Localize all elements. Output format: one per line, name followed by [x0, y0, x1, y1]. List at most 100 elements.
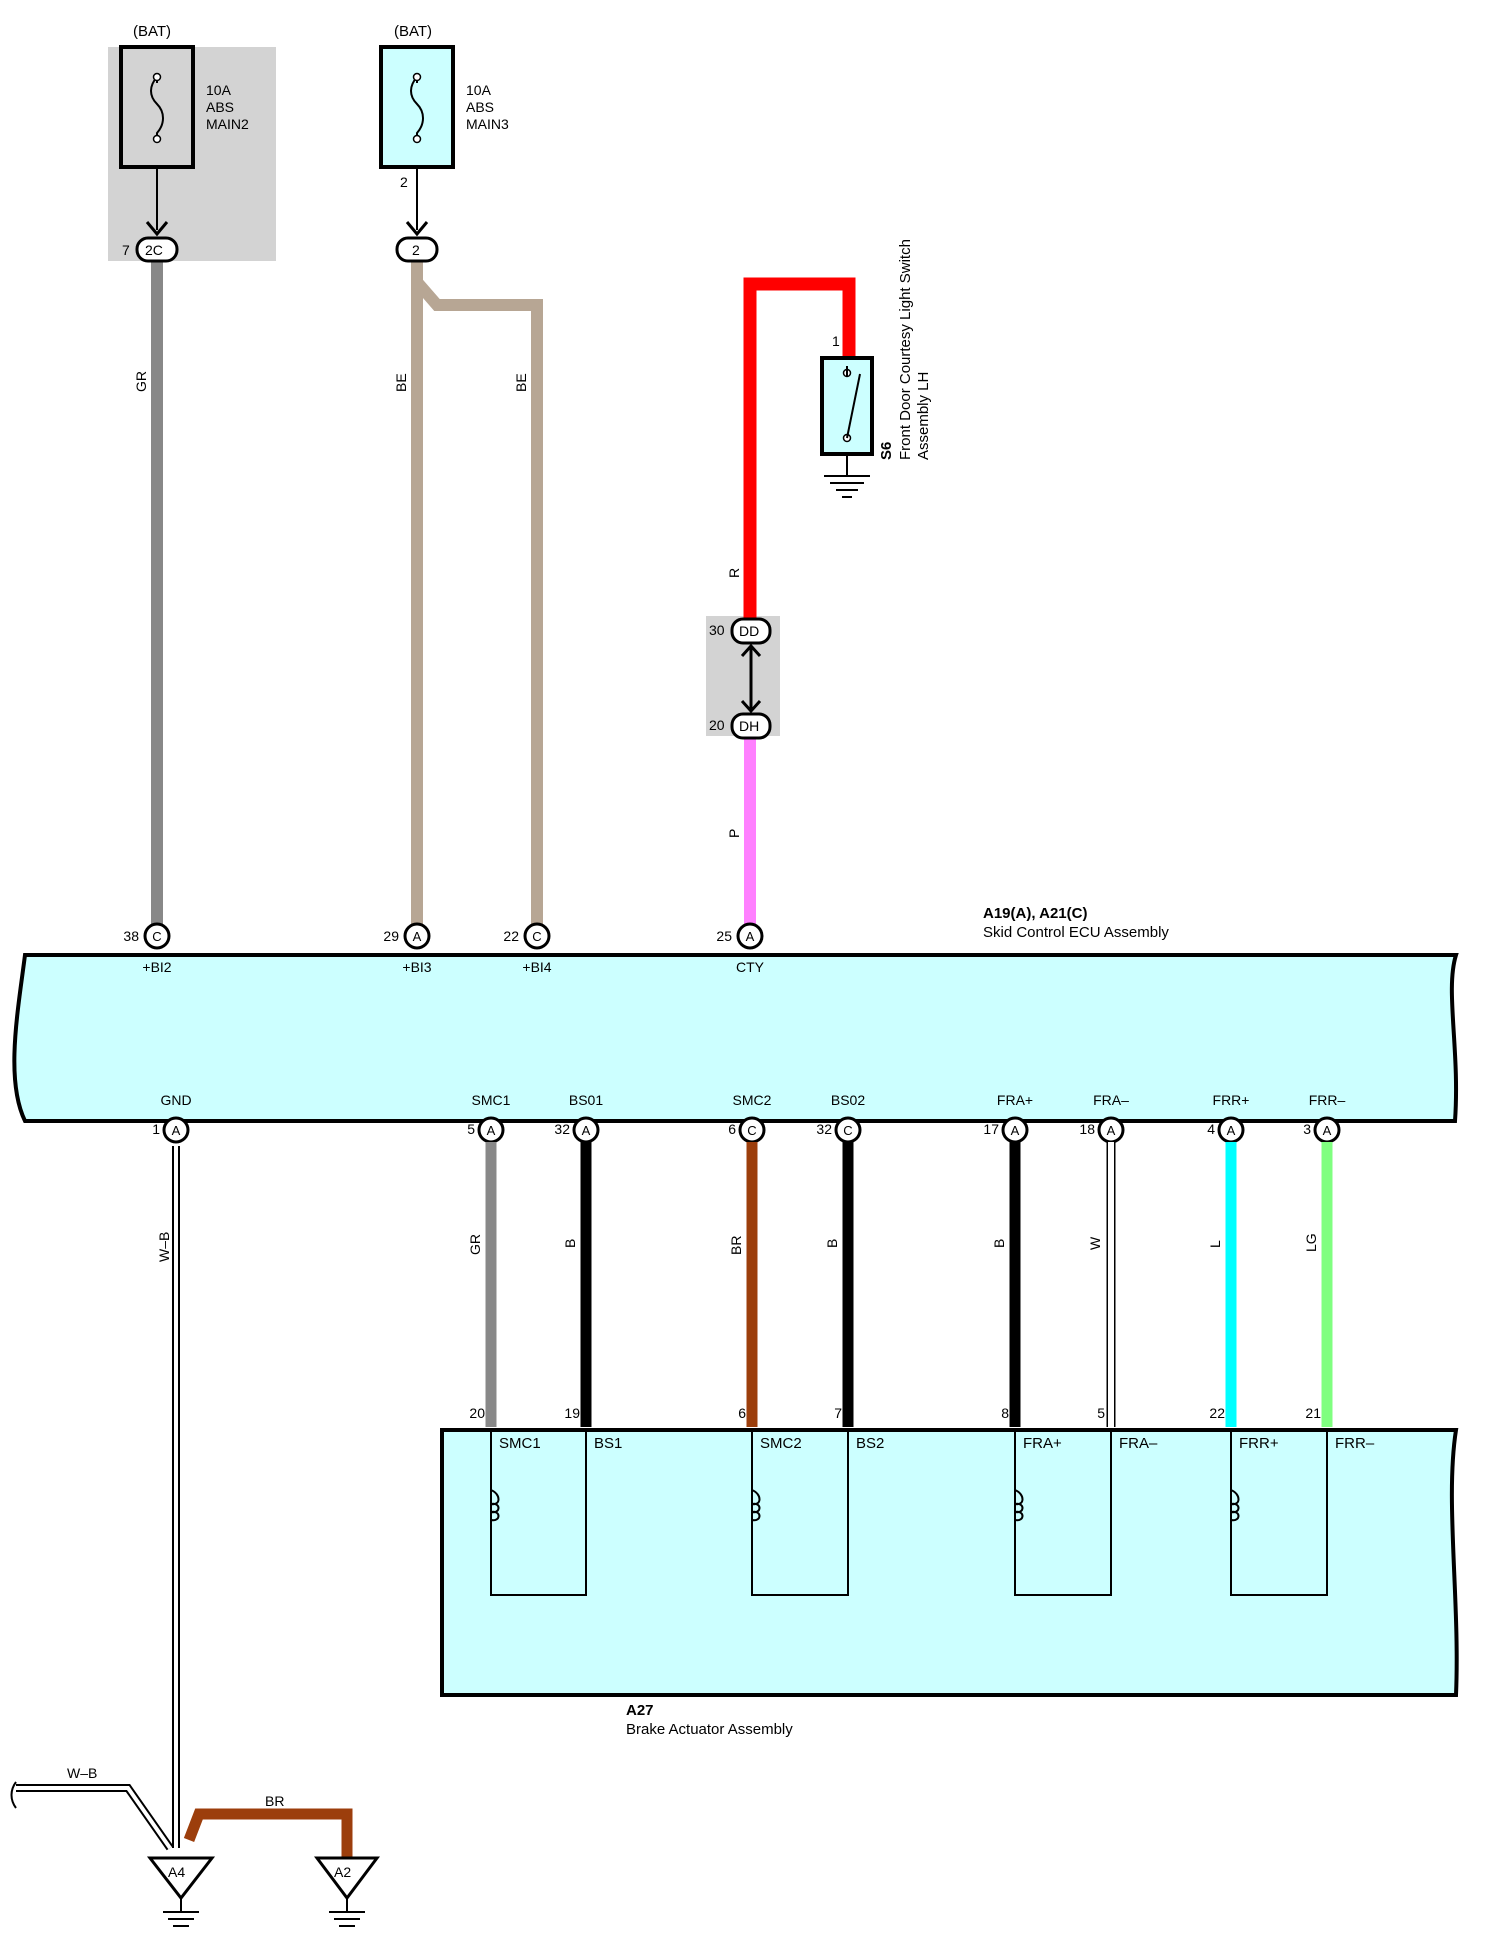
solenoid-valve [490, 1430, 587, 1596]
actuator-pin-number: 21 [1305, 1405, 1321, 1421]
ecu-pin-number: 1 [152, 1121, 160, 1137]
svg-text:1: 1 [832, 333, 840, 349]
fuse-abs-main3: (BAT) 10A ABS MAIN3 2 [379, 23, 509, 237]
ecu-pin-number: 22 [503, 928, 519, 944]
wire-label-wb: W–B [156, 1232, 172, 1262]
ecu-bottom-pin: A [1097, 1116, 1125, 1144]
wire-be-2 [412, 278, 543, 925]
ecu-top-pin: C [523, 922, 551, 950]
pin-connector-letter: A [582, 1123, 591, 1138]
wire-label-b: B [991, 1239, 1007, 1248]
wire-label-br-ground: BR [265, 1793, 284, 1809]
actuator-id: A27 [626, 1702, 654, 1719]
actuator-name: Brake Actuator Assembly [626, 1721, 793, 1738]
coil-icon [490, 1489, 500, 1522]
ecu-bottom-pin: A [572, 1116, 600, 1144]
ecu-pin-label: FRR+ [1213, 1092, 1250, 1108]
wire-wb-left [10, 1781, 174, 1851]
solenoid-valve [1230, 1430, 1328, 1596]
wire-label-w: W [1087, 1236, 1103, 1250]
actuator-pin-number: 20 [469, 1405, 485, 1421]
ecu-pin-label: SMC1 [472, 1092, 511, 1108]
ecu-pin-number: 29 [383, 928, 399, 944]
wire-label-b: B [562, 1239, 578, 1248]
actuator-pin-label: BS2 [856, 1435, 884, 1452]
ecu-pin-label: +BI2 [142, 959, 171, 975]
ecu-pin-label: FRA+ [997, 1092, 1033, 1108]
actuator-pin-label: FRR+ [1239, 1435, 1279, 1452]
coil-icon [1014, 1489, 1024, 1522]
ecu-pin-number: 38 [123, 928, 139, 944]
svg-text:7: 7 [122, 242, 130, 258]
junction-2: 2 [395, 236, 439, 263]
wire-label-l: L [1207, 1240, 1223, 1248]
pin-connector-letter: A [172, 1123, 181, 1138]
actuator-pin-number: 8 [1001, 1405, 1009, 1421]
ecu-pin-label: BS01 [569, 1092, 603, 1108]
svg-text:30: 30 [709, 622, 725, 638]
ecu-top-pin: A [403, 922, 431, 950]
pin-connector-letter: A [487, 1123, 496, 1138]
pin-connector-letter: A [746, 929, 755, 944]
solenoid-valve [1014, 1430, 1112, 1596]
fuse-abs-main2: (BAT) 10A ABS MAIN2 [119, 23, 249, 237]
wire-label-br: BR [728, 1236, 744, 1255]
wire-label-gr: GR [467, 1234, 483, 1255]
actuator-pin-label: FRA– [1119, 1435, 1158, 1452]
skid-control-ecu: A19(A), A21(C) Skid Control ECU Assembly [12, 905, 1459, 1123]
pin-connector-letter: C [747, 1123, 756, 1138]
ground-a4: A4 [146, 1856, 216, 1927]
wire-label-b: B [824, 1239, 840, 1248]
ecu-bottom-pin: A [477, 1116, 505, 1144]
actuator-pin-number: 19 [564, 1405, 580, 1421]
actuator-pin-number: 5 [1097, 1405, 1105, 1421]
actuator-pin-label: FRA+ [1023, 1435, 1062, 1452]
connector-link-arrow [740, 643, 762, 714]
pin-connector-letter: A [1323, 1123, 1332, 1138]
switch-id: S6 [878, 442, 895, 460]
switch-name: Assembly LH [915, 372, 932, 460]
wire-red [743, 277, 856, 626]
fuse-rating: 10A [206, 82, 232, 98]
ecu-pin-label: +BI3 [402, 959, 431, 975]
svg-text:DD: DD [739, 623, 759, 639]
ecu-pin-number: 4 [1207, 1121, 1215, 1137]
wire-label-be: BE [393, 373, 409, 392]
actuator-pin-number: 6 [738, 1405, 746, 1421]
actuator-pin-label: FRR– [1335, 1435, 1375, 1452]
ecu-id: A19(A), A21(C) [983, 905, 1087, 922]
fuse-bat-label: (BAT) [394, 23, 432, 40]
ecu-pin-number: 18 [1079, 1121, 1095, 1137]
ecu-pin-label: +BI4 [522, 959, 551, 975]
ecu-bottom-pin: C [738, 1116, 766, 1144]
coil-icon [1230, 1489, 1240, 1522]
ecu-bottom-pin: C [834, 1116, 862, 1144]
actuator-pin-label: SMC2 [760, 1435, 802, 1452]
ecu-pin-label: FRA– [1093, 1092, 1129, 1108]
ecu-bottom-pin: A [1313, 1116, 1341, 1144]
fuse-name2: MAIN2 [206, 116, 249, 132]
actuator-pin-number: 7 [834, 1405, 842, 1421]
wire-br-ground [183, 1808, 353, 1858]
svg-text:DH: DH [739, 718, 759, 734]
ecu-bottom-pin: A [1001, 1116, 1029, 1144]
ecu-pin-number: 17 [983, 1121, 999, 1137]
wire-label-p: P [726, 829, 742, 838]
ecu-pin-label: BS02 [831, 1092, 865, 1108]
wire-label-r: R [726, 568, 742, 578]
ecu-pin-label: SMC2 [733, 1092, 772, 1108]
svg-text:A4: A4 [168, 1864, 185, 1880]
pin-connector-letter: A [413, 929, 422, 944]
ecu-bottom-pin: A [162, 1116, 190, 1144]
fuse-name1: ABS [466, 99, 494, 115]
ecu-pin-number: 6 [728, 1121, 736, 1137]
actuator-pin-number: 22 [1209, 1405, 1225, 1421]
fuse-name2: MAIN3 [466, 116, 509, 132]
ecu-pin-label: CTY [736, 959, 765, 975]
ecu-pin-number: 32 [554, 1121, 570, 1137]
ecu-pin-number: 3 [1303, 1121, 1311, 1137]
svg-text:2C: 2C [145, 242, 163, 258]
